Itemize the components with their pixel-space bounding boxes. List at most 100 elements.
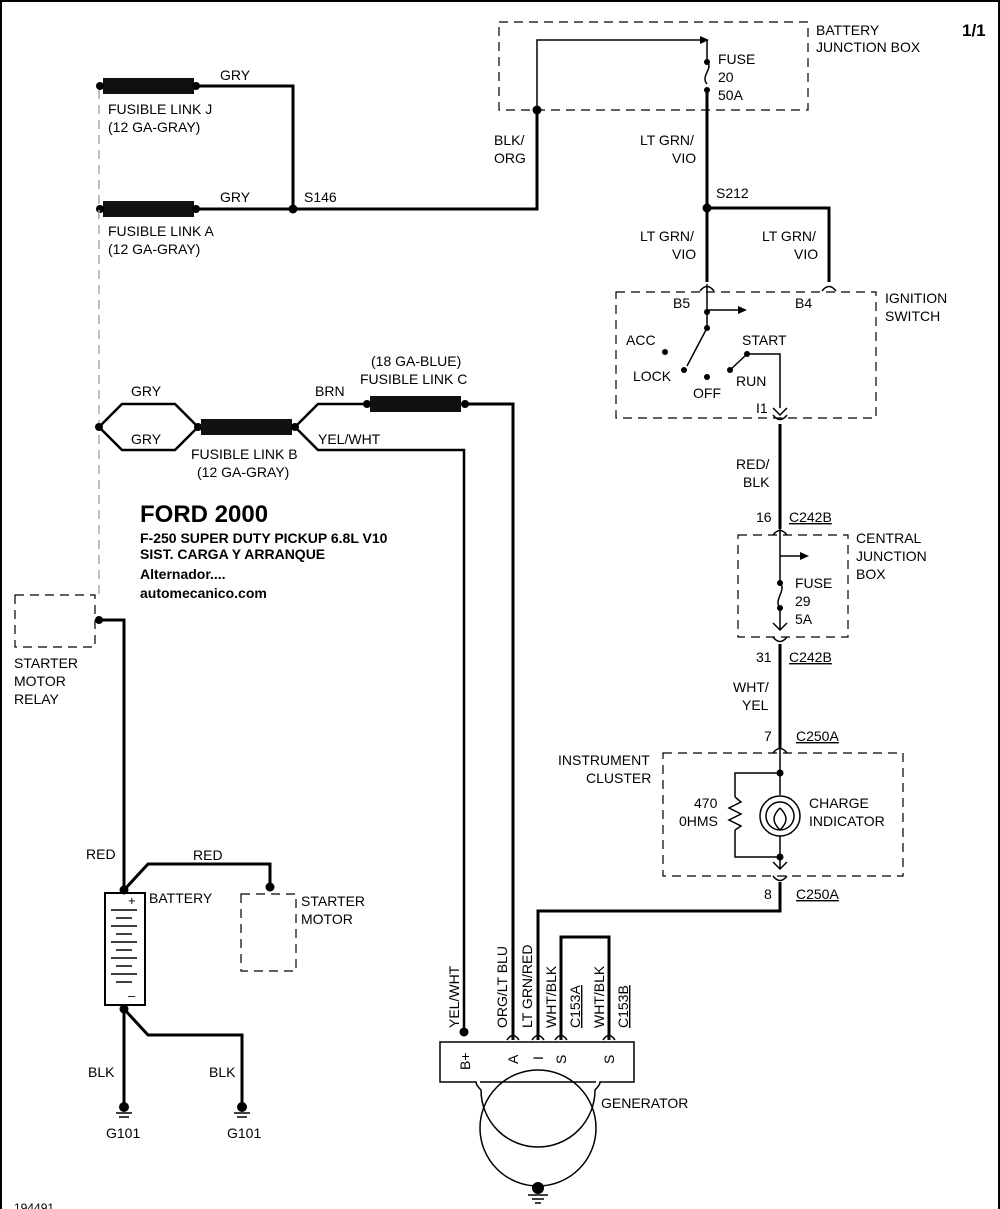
pin-16: 16 bbox=[756, 509, 772, 525]
battery-minus: – bbox=[128, 988, 136, 1003]
wire-ltgrn-vio-3: LT GRN/ bbox=[762, 228, 816, 244]
central-junction-box: CENTRAL JUNCTION BOX FUSE 29 5A bbox=[737, 528, 927, 643]
svg-text:VIO: VIO bbox=[672, 150, 696, 166]
wire-gry-lower: GRY bbox=[131, 431, 162, 447]
svg-text:JUNCTION BOX: JUNCTION BOX bbox=[816, 39, 921, 55]
svg-text:G101: G101 bbox=[106, 1125, 140, 1141]
page-label: 1/1 bbox=[962, 21, 986, 40]
svg-text:(12 GA-GRAY): (12 GA-GRAY) bbox=[108, 241, 200, 257]
svg-text:50A: 50A bbox=[718, 87, 744, 103]
battery-junction-box: BATTERY JUNCTION BOX FUSE 20 50A bbox=[498, 21, 921, 111]
ignition-switch: IGNITION SWITCH B5 B4 ACC LOCK OFF START… bbox=[615, 284, 947, 421]
svg-text:FUSE: FUSE bbox=[795, 575, 832, 591]
svg-text:(18 GA-BLUE): (18 GA-BLUE) bbox=[371, 353, 461, 369]
svg-text:JUNCTION: JUNCTION bbox=[856, 548, 927, 564]
connector-c242b-bottom: C242B bbox=[789, 649, 832, 665]
wire-wht-blk-2: WHT/BLK bbox=[591, 965, 607, 1028]
pin-8: 8 bbox=[764, 886, 772, 902]
svg-text:G101: G101 bbox=[227, 1125, 261, 1141]
pin-7: 7 bbox=[764, 728, 772, 744]
ground-g101-right: G101 bbox=[227, 1102, 261, 1141]
svg-text:BOX: BOX bbox=[856, 566, 886, 582]
wire-blk-1: BLK bbox=[88, 1064, 115, 1080]
wire-wht-yel: WHT/ bbox=[733, 679, 769, 695]
splice-s146-label: S146 bbox=[304, 189, 337, 205]
svg-text:ACC: ACC bbox=[626, 332, 656, 348]
wire-ltgrn-red: LT GRN/RED bbox=[519, 945, 535, 1029]
svg-text:GENERATOR: GENERATOR bbox=[601, 1095, 688, 1111]
battery-plus: + bbox=[128, 893, 136, 908]
svg-text:FUSIBLE LINK B: FUSIBLE LINK B bbox=[191, 446, 298, 462]
svg-text:START: START bbox=[742, 332, 787, 348]
svg-text:FUSIBLE LINK A: FUSIBLE LINK A bbox=[108, 223, 214, 239]
system-line: SIST. CARGA Y ARRANQUE bbox=[140, 546, 325, 562]
resistor-value: 470 bbox=[694, 795, 718, 811]
connector-b4: B4 bbox=[795, 295, 812, 311]
svg-text:YEL: YEL bbox=[742, 697, 769, 713]
diagram-title: FORD 2000 bbox=[140, 501, 268, 528]
svg-text:FUSIBLE LINK C: FUSIBLE LINK C bbox=[360, 371, 467, 387]
svg-text:FUSIBLE LINK J: FUSIBLE LINK J bbox=[108, 101, 212, 117]
subsystem-line: Alternador.... bbox=[140, 566, 226, 582]
splice-s146 bbox=[288, 204, 298, 214]
wire-wht-blk-1: WHT/BLK bbox=[543, 965, 559, 1028]
splice-s212-label: S212 bbox=[716, 185, 749, 201]
wire-yel-wht: YEL/WHT bbox=[318, 431, 381, 447]
svg-text:ORG: ORG bbox=[494, 150, 526, 166]
svg-text:VIO: VIO bbox=[794, 246, 818, 262]
svg-text:INDICATOR: INDICATOR bbox=[809, 813, 885, 829]
wire-org-ltblu: ORG/LT BLU bbox=[494, 946, 510, 1028]
wire-brn: BRN bbox=[315, 383, 345, 399]
connector-c250a-top: C250A bbox=[796, 728, 839, 744]
svg-text:(12 GA-GRAY): (12 GA-GRAY) bbox=[108, 119, 200, 135]
fusible-link-b: GRY GRY FUSIBLE LINK B (12 GA-GRAY) bbox=[95, 383, 299, 480]
svg-text:(12 GA-GRAY): (12 GA-GRAY) bbox=[197, 464, 289, 480]
terminal-i: I bbox=[530, 1056, 546, 1060]
starter-motor: STARTER MOTOR bbox=[240, 893, 365, 972]
vehicle-line: F-250 SUPER DUTY PICKUP 6.8L V10 bbox=[140, 530, 388, 546]
svg-text:STARTER: STARTER bbox=[301, 893, 365, 909]
wire-yel-wht-vertical: YEL/WHT bbox=[446, 965, 462, 1028]
connector-c250a-bottom: C250A bbox=[796, 886, 839, 902]
fuse-20-label: FUSE bbox=[718, 51, 755, 67]
connector-i1: I1 bbox=[756, 400, 768, 416]
wire-ltgrn-vio-1: LT GRN/ bbox=[640, 132, 694, 148]
svg-text:RELAY: RELAY bbox=[14, 691, 60, 707]
terminal-b-plus: B+ bbox=[457, 1052, 473, 1070]
svg-text:29: 29 bbox=[795, 593, 811, 609]
svg-text:CENTRAL: CENTRAL bbox=[856, 530, 922, 546]
svg-text:0HMS: 0HMS bbox=[679, 813, 718, 829]
fusible-link-c: (18 GA-BLUE) FUSIBLE LINK C bbox=[360, 353, 469, 412]
connector-c153a: C153A bbox=[567, 985, 583, 1028]
fusible-link-a: FUSIBLE LINK A (12 GA-GRAY) bbox=[96, 201, 214, 257]
wire-ltgrn-vio-2: LT GRN/ bbox=[640, 228, 694, 244]
pin-31: 31 bbox=[756, 649, 772, 665]
connector-b5: B5 bbox=[673, 295, 690, 311]
svg-text:SWITCH: SWITCH bbox=[885, 308, 940, 324]
fusible-link-j: FUSIBLE LINK J (12 GA-GRAY) bbox=[96, 78, 212, 135]
svg-text:STARTER: STARTER bbox=[14, 655, 78, 671]
svg-text:MOTOR: MOTOR bbox=[301, 911, 353, 927]
connector-c242b-top: C242B bbox=[789, 509, 832, 525]
svg-text:LOCK: LOCK bbox=[633, 368, 672, 384]
starter-motor-relay: STARTER MOTOR RELAY bbox=[14, 594, 103, 707]
svg-text:20: 20 bbox=[718, 69, 734, 85]
wire-blk-org: BLK/ bbox=[494, 132, 524, 148]
instrument-cluster: INSTRUMENT CLUSTER 470 0HMS CHARGE INDIC… bbox=[558, 747, 904, 882]
svg-text:RUN: RUN bbox=[736, 373, 766, 389]
wire-red-blk: RED/ bbox=[736, 456, 770, 472]
wire-gry-a: GRY bbox=[220, 189, 251, 205]
source-line: automecanico.com bbox=[140, 585, 267, 601]
connector-c153b: C153B bbox=[615, 985, 631, 1028]
svg-text:OFF: OFF bbox=[693, 385, 721, 401]
svg-text:CLUSTER: CLUSTER bbox=[586, 770, 651, 786]
svg-text:BATTERY: BATTERY bbox=[149, 890, 213, 906]
diagram-header: FORD 2000 F-250 SUPER DUTY PICKUP 6.8L V… bbox=[140, 501, 388, 601]
wire-red-2: RED bbox=[193, 847, 223, 863]
svg-text:VIO: VIO bbox=[672, 246, 696, 262]
generator: GENERATOR B+ A I S S bbox=[439, 1041, 688, 1204]
svg-text:MOTOR: MOTOR bbox=[14, 673, 66, 689]
charge-indicator-label: CHARGE bbox=[809, 795, 869, 811]
footer-id: 194491 bbox=[14, 1201, 54, 1209]
